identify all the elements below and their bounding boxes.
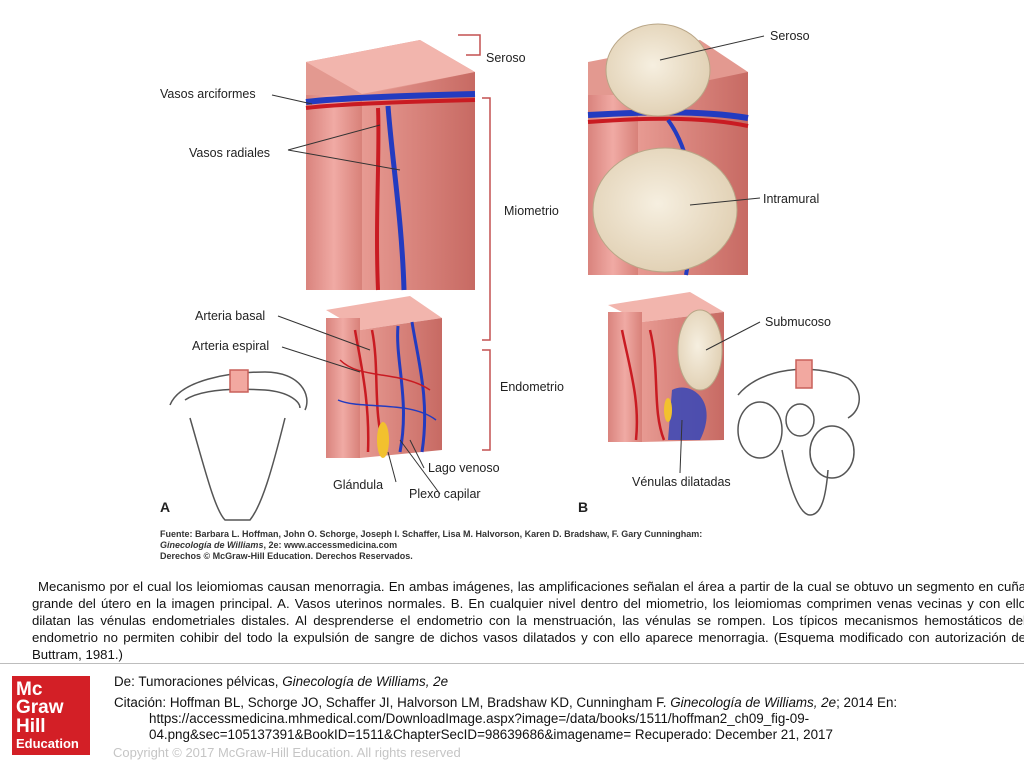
panel-a-endometrium-block	[326, 296, 442, 458]
copyright-notice: Copyright © 2017 McGraw-Hill Education. …	[113, 745, 461, 760]
label-arteria-espiral: Arteria espiral	[192, 339, 269, 353]
figure-illustration: Vasos arciformes Vasos radiales Seroso M…	[160, 23, 860, 562]
leader-lines	[271, 35, 765, 495]
figure-caption: Mecanismo por el cual los leiomiomas cau…	[32, 579, 1024, 662]
panel-a-myometrium-block	[305, 40, 476, 291]
citation-full: Citación: Hoffman BL, Schorge JO, Schaff…	[114, 695, 1009, 743]
citation-de: De: Tumoraciones pélvicas, Ginecología d…	[114, 674, 448, 689]
label-glandula: Glándula	[333, 478, 383, 492]
label-endometrio: Endometrio	[500, 380, 564, 394]
source-line-2: Ginecología de Williams, 2e: www.accessm…	[160, 540, 780, 551]
citation-authors: Citación: Hoffman BL, Schorge JO, Schaff…	[114, 695, 671, 710]
layer-brackets	[458, 34, 491, 451]
logo-line-education: Education	[16, 736, 79, 751]
label-intramural: Intramural	[763, 192, 819, 206]
citation-chapter: Tumoraciones pélvicas,	[138, 674, 283, 689]
uterus-illustration: Vasos arciformes Vasos radiales Seroso M…	[160, 23, 860, 521]
uterus-outline-a	[169, 369, 308, 521]
panel-b-endometrium-block	[608, 292, 724, 442]
label-plexo-capilar: Plexo capilar	[409, 487, 481, 501]
label-lago-venoso: Lago venoso	[428, 461, 500, 475]
label-seroso-b: Seroso	[770, 29, 810, 43]
source-book-title: Ginecología de Williams	[160, 540, 264, 550]
logo-line-graw: Graw	[16, 697, 64, 718]
label-venulas-dilatadas: Vénulas dilatadas	[632, 475, 731, 489]
logo-line-hill: Hill	[16, 716, 46, 737]
source-line-1: Fuente: Barbara L. Hoffman, John O. Scho…	[160, 529, 703, 539]
citation-book-title: Ginecología de Williams, 2e	[670, 695, 837, 710]
citation-book: Ginecología de Williams, 2e	[282, 674, 449, 689]
label-arteria-basal: Arteria basal	[195, 309, 265, 323]
label-vasos-radiales: Vasos radiales	[189, 146, 270, 160]
panel-b-myometrium-block	[587, 23, 749, 276]
uterus-outline-b	[737, 359, 860, 516]
label-submucoso: Submucoso	[765, 315, 831, 329]
citation-de-prefix: De:	[114, 674, 139, 689]
citation-url: ; 2014 En: https://accessmedicina.mhmedi…	[149, 695, 898, 742]
figure-source-credit: Fuente: Barbara L. Hoffman, John O. Scho…	[160, 529, 780, 562]
mcgraw-hill-logo: Mc Graw Hill Education	[12, 676, 90, 755]
source-line-3: Derechos © McGraw-Hill Education. Derech…	[160, 551, 413, 561]
label-miometrio: Miometrio	[504, 204, 559, 218]
logo-line-mc: Mc	[16, 679, 43, 700]
source-website: , 2e: www.accessmedicina.com	[263, 540, 398, 550]
panel-b-letter: B	[578, 499, 588, 515]
label-seroso-a: Seroso	[486, 51, 526, 65]
label-vasos-arciformes: Vasos arciformes	[160, 87, 256, 101]
footer-divider	[0, 663, 1024, 664]
panel-a-letter: A	[160, 499, 170, 515]
